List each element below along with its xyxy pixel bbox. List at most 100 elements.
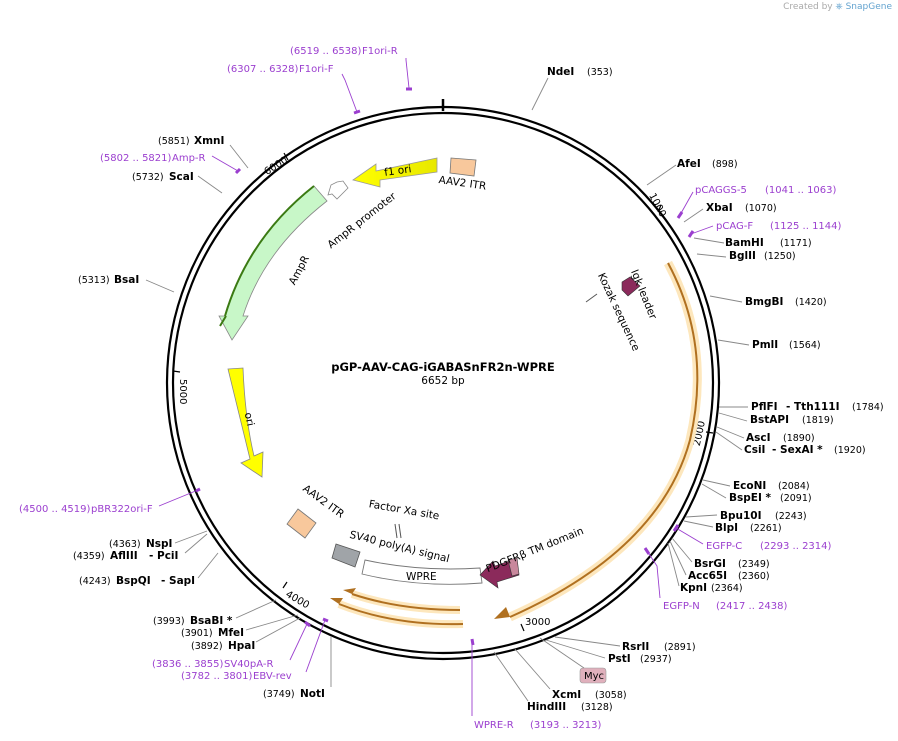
myc-label: Myc [584,671,604,682]
site-scai-pos: (5732) [132,172,164,183]
site-bspei-pos: (2091) [780,493,812,504]
primers: (6519 .. 6538) F1ori-R (6307 .. 6328) F1… [19,46,842,731]
primer-ebvrev-mark[interactable] [322,617,329,623]
primer-egfpc[interactable]: EGFP-C [706,541,742,552]
ori-arrow[interactable] [227,367,264,478]
cds-arc[interactable] [509,262,699,618]
tick-5000: 5000 [177,379,188,404]
primer-wprer[interactable]: WPRE-R [474,720,514,731]
site-acc65i-pos: (2360) [738,571,770,582]
cds-lower-arc-1[interactable] [351,593,461,611]
ori-label: ori [242,411,257,427]
primer-ampr[interactable]: Amp-R [172,153,206,164]
site-bpu10i[interactable]: Bpu10I [720,510,762,522]
site-bstapi[interactable]: BstAPI [750,414,789,426]
site-afliii[interactable]: AflIII [110,550,138,562]
site-econi[interactable]: EcoNI [733,480,766,492]
igk-leader-label: Igk leader [628,268,659,322]
site-tth111i[interactable]: - Tth111I [786,401,840,413]
site-xcmi[interactable]: XcmI [552,689,581,701]
site-bmgbi-pos: (1420) [795,297,827,308]
sv40-polya-label: SV40 poly(A) signal [348,529,450,565]
factor-xa-mark [394,523,398,539]
site-sapi[interactable]: - SapI [161,575,195,587]
site-bspei[interactable]: BspEI * [729,492,772,504]
site-scai[interactable]: ScaI [169,171,194,183]
site-bstapi-pos: (1819) [802,415,834,426]
f1-ori-arrow[interactable] [352,157,438,188]
site-ndei[interactable]: NdeI [547,66,574,78]
factor-xa-label: Factor Xa site [368,498,440,522]
site-pflfi[interactable]: PflFI [751,401,778,413]
primer-sv40par[interactable]: SV40pA-R [224,659,273,670]
cds-glow [508,260,702,622]
site-rsrii-pos: (2891) [664,642,696,653]
site-hindiii[interactable]: HindIII [527,701,566,713]
wpre-box[interactable] [361,559,483,585]
site-kpni[interactable]: KpnI [680,582,707,594]
site-csii[interactable]: CsiI [744,444,765,456]
site-bspqi[interactable]: BspQI [116,575,151,587]
site-rsrii[interactable]: RsrII [622,641,649,653]
primer-wprer-mark[interactable] [470,638,475,646]
site-afei[interactable]: AfeI [677,158,701,170]
site-econi-pos: (2084) [778,481,810,492]
site-blpi[interactable]: BlpI [715,522,738,534]
site-noti[interactable]: NotI [300,688,325,700]
site-bamhi-pos: (1171) [780,238,812,249]
ampr-promoter-arrow[interactable] [327,180,349,200]
site-bmgbi[interactable]: BmgBI [745,296,783,308]
primer-ebvrev[interactable]: EBV-rev [253,671,292,682]
cds-arrowhead [494,607,510,619]
primer-pcaggs5[interactable]: pCAGGS-5 [695,185,747,196]
aav2-itr-bottom[interactable] [286,508,317,539]
cds-lower-arc-2[interactable] [338,603,464,626]
site-bsabi[interactable]: BsaBI * [190,615,233,627]
site-xmni-pos: (5851) [158,136,190,147]
site-pcii[interactable]: - PciI [149,550,178,562]
aav2-itr-top[interactable] [449,157,477,177]
primer-sv40par-range: (3836 .. 3855) [152,659,224,670]
site-bglii[interactable]: BglII [729,250,756,262]
primer-egfpn[interactable]: EGFP-N [663,601,700,612]
site-xmni[interactable]: XmnI [194,135,224,147]
primer-f1ori-r[interactable]: F1ori-R [362,46,398,57]
site-afei-pos: (898) [712,159,738,170]
primer-pcagf[interactable]: pCAG-F [716,221,753,232]
site-csii-pos: (1920) [834,445,866,456]
site-bsai[interactable]: BsaI [114,274,139,286]
primer-pbr322orif[interactable]: pBR322ori-F [91,504,153,515]
primer-egfpc-range: (2293 .. 2314) [760,541,832,552]
kozak-mark [585,293,598,303]
tick-4000: 4000 [283,589,311,611]
site-mfei-pos: (3901) [181,628,213,639]
sv40-polya-box[interactable] [331,543,361,568]
plasmid-size: 6652 bp [421,375,465,387]
site-sexai[interactable]: - SexAI * [772,444,823,456]
site-asci[interactable]: AscI [746,432,771,444]
igk-leader-arrow[interactable] [621,276,641,297]
site-nspi[interactable]: NspI [146,538,172,550]
aav2-itr-top-label: AAV2 ITR [438,174,487,193]
primer-f1ori-f[interactable]: F1ori-F [299,64,334,75]
site-psti-pos: (2937) [640,654,672,665]
site-psti[interactable]: PstI [608,653,631,665]
site-afliii-pos: (4359) [73,551,105,562]
site-hpai[interactable]: HpaI [228,640,255,652]
ampr-label: AmpR [287,254,312,287]
site-bsrgi[interactable]: BsrGI [694,558,726,570]
site-xbai[interactable]: XbaI [706,202,733,214]
primer-f1ori-r-range: (6519 .. 6538) [290,46,362,57]
site-bglii-pos: (1250) [764,251,796,262]
site-bamhi[interactable]: BamHI [725,237,764,249]
pdgfr-tm-arrow[interactable] [479,558,520,589]
site-acc65i[interactable]: Acc65I [688,570,727,582]
site-nspi-pos: (4363) [109,539,141,550]
myc-tag[interactable] [579,667,607,684]
site-mfei[interactable]: MfeI [218,627,244,639]
site-pmli[interactable]: PmlI [752,339,778,351]
site-xcmi-pos: (3058) [595,690,627,701]
primer-sv40par-mark[interactable] [304,620,311,628]
site-bpu10i-pos: (2243) [775,511,807,522]
